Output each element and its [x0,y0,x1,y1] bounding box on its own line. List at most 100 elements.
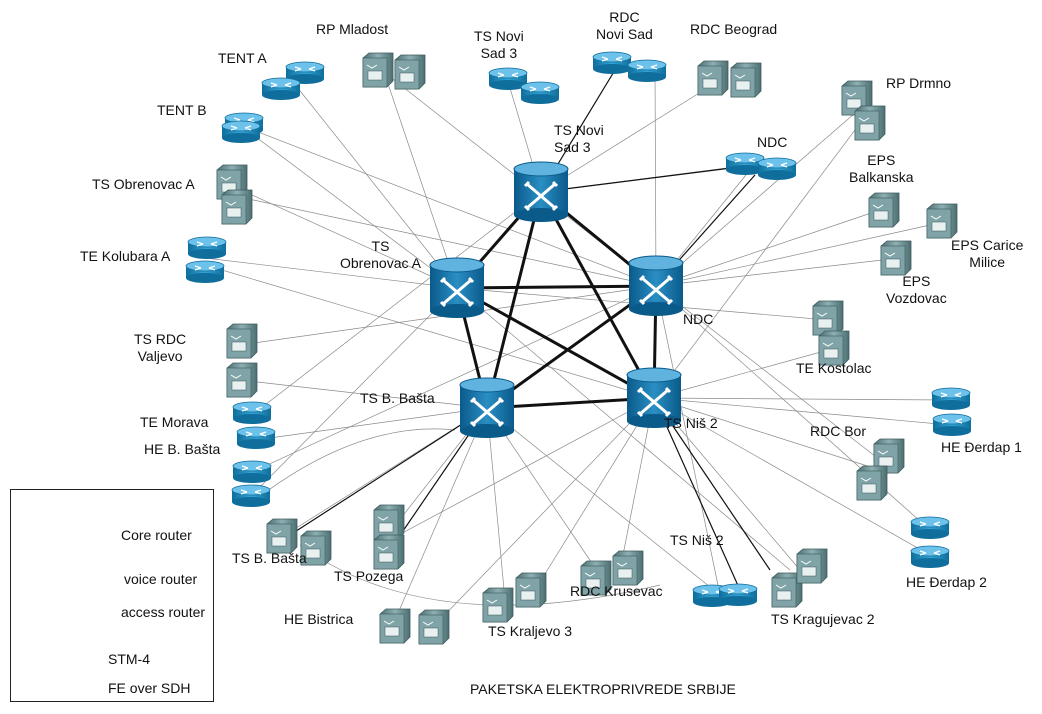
core-router-nis [626,367,682,428]
site-label-te-kostolac: TE Kostolac [796,360,872,376]
site-label-he-djerdap-1: HE Đerdap 1 [941,439,1022,455]
fe-link [394,407,488,621]
access-router [221,120,261,143]
link [540,164,756,193]
site-label-rdc-bor: RDC Bor [810,423,867,439]
fe-link [653,349,829,399]
voice-router [771,572,803,608]
voice-router [226,362,258,398]
fe-link [251,285,657,473]
site-label-tent-b: TENT B [157,102,207,118]
legend-voice-router-label: voice router [124,571,198,587]
legend-fe-over-sdh-label: FE over SDH [108,680,191,696]
fe-link [254,407,488,441]
fe-link [456,287,791,571]
fe-link [239,124,657,287]
site-label-ts-b-basta-2: TS B. Bašta [232,550,307,566]
access-router [910,516,950,539]
legend [10,489,214,702]
fe-over-sdh-links [204,69,951,626]
site-label-te-morava: TE Morava [140,414,209,430]
core-router-obrenovac [429,257,485,318]
link [653,397,741,591]
site-label-ts-pozega: TS Pozega [334,568,404,584]
site-label-tent-a: TENT A [218,50,267,66]
fe-link [655,209,881,287]
stm4-link [485,191,543,409]
fe-link [204,264,655,399]
fe-link [655,257,901,287]
fe-link [254,428,456,501]
voice-router [697,60,729,96]
voice-router [796,548,828,584]
voice-router [418,609,450,645]
access-router [231,484,271,507]
access-router [187,236,227,259]
voice-router [373,534,405,570]
legend-core-router-label: Core router [121,527,192,543]
voice-router [580,560,612,596]
access-router [932,413,972,436]
fe-link [653,109,871,399]
voice-router [373,504,405,540]
access-router [488,67,528,90]
voice-router [730,62,762,98]
access-router [261,77,301,100]
site-label-ndc-access: NDC [757,134,788,150]
access-router [725,152,765,175]
fe-link [486,407,721,596]
voice-router [226,323,258,359]
fe-link [434,397,655,626]
fe-link [292,81,458,289]
fe-link [229,184,458,289]
voice-router [868,192,900,228]
stm4-link [486,284,657,410]
access-router [232,460,272,483]
site-label-ts-nis-2-site: TS Niš 2 [670,532,724,548]
access-router [718,583,758,606]
link [653,397,771,571]
voice-router [300,530,332,566]
site-label-rp-drmno: RP Drmno [886,75,952,91]
fe-link [655,285,721,596]
site-label-ts-kragujevac-2: TS Kragujevac 2 [771,611,875,627]
site-label-rp-mladost: RP Mladost [316,21,389,37]
stm4-link [456,286,655,400]
voice-router [482,587,514,623]
core-label-ndc: NDC [683,311,714,327]
access-router [910,545,950,568]
fe-link [486,407,506,601]
fe-link [251,287,458,496]
access-router [236,426,276,449]
site-label-he-b-basta: HE B. Bašta [144,441,221,457]
legend-stm4-label: STM-4 [108,651,150,667]
fe-link [239,124,458,289]
core-router-basta [459,377,515,438]
fe-link [299,544,661,606]
fe-link [379,397,655,546]
voice-router [926,203,958,239]
fe-link [540,79,721,193]
fe-link [655,285,881,461]
fe-link [653,397,951,426]
voice-router [394,54,426,90]
fe-link [653,397,931,556]
core-router-ndc [628,255,684,316]
core-router-novi-sad [513,161,569,222]
stm4-link [539,191,656,399]
access-router [520,81,560,104]
fe-link [251,191,542,416]
site-label-ts-obrenovac-a: TS Obrenovac A [92,176,195,192]
fe-link [655,224,931,287]
voice-router [221,189,253,225]
voice-router [266,518,298,554]
voice-router [818,330,850,366]
